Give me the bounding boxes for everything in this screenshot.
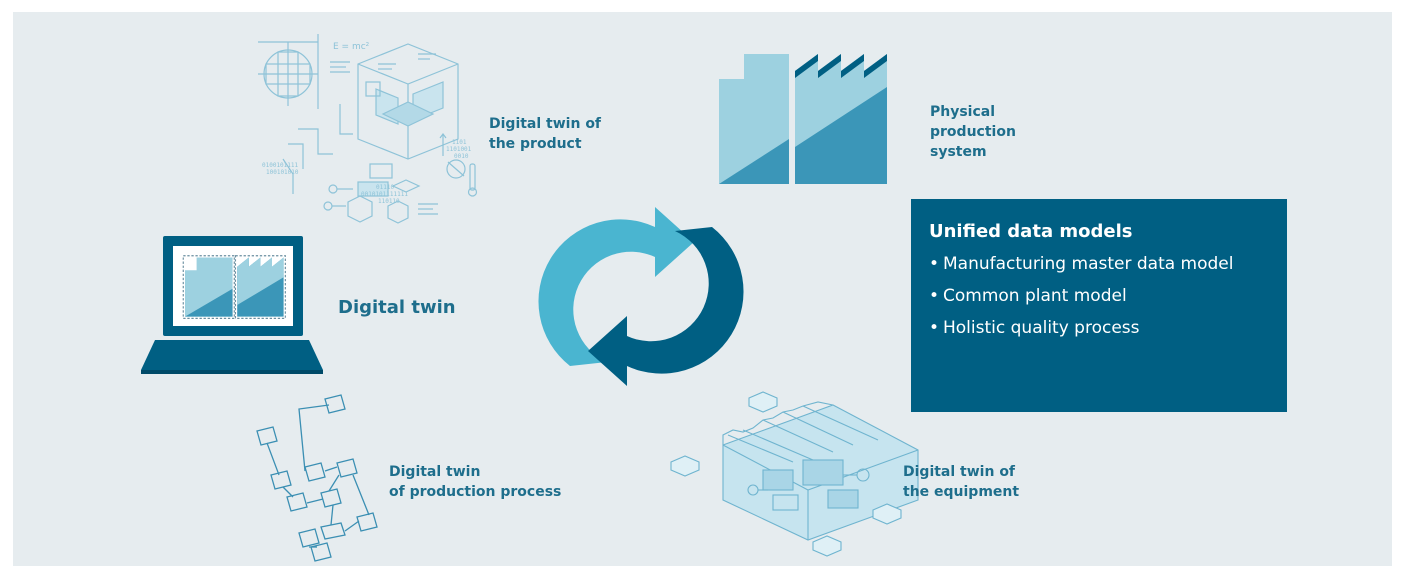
- binary-text: 0100101111: [262, 162, 299, 169]
- laptop-icon: [141, 236, 323, 374]
- plant-equipment-icon: [670, 391, 919, 557]
- label-line: Digital twin of: [489, 116, 602, 132]
- refresh-cycle-icon: [538, 207, 744, 386]
- label-line: the equipment: [903, 484, 1020, 500]
- unified-data-models-box: Unified data models Manufacturing master…: [911, 199, 1287, 412]
- cycle-arrow-dark: [588, 227, 744, 386]
- label-line: Digital twin: [389, 464, 481, 480]
- label-line: Digital twin of: [903, 464, 1016, 480]
- udm-title: Unified data models: [929, 221, 1133, 242]
- product-blueprint-icon: E = mc² 1101 1101001 0010 0100101111 100…: [258, 34, 478, 224]
- diagram-panel: E = mc² 1101 1101001 0010 0100101111 100…: [13, 12, 1392, 566]
- udm-item: Common plant model: [929, 283, 1269, 310]
- label-digital-twin-process: Digital twin of production process: [389, 462, 561, 502]
- udm-item: Holistic quality process: [929, 315, 1269, 342]
- label-line: system: [930, 144, 987, 160]
- label-line: Physical: [930, 104, 996, 120]
- binary-text: 1101: [452, 139, 467, 146]
- binary-text: 100101010: [266, 169, 299, 176]
- binary-text: 0010: [454, 153, 469, 160]
- label-line: production: [930, 124, 1016, 140]
- formula-text: E = mc²: [333, 42, 370, 52]
- binary-text: 1101001: [446, 146, 472, 153]
- label-line: the product: [489, 136, 582, 152]
- cycle-arrow-light: [538, 207, 694, 366]
- label-digital-twin-product: Digital twin of the product: [489, 114, 601, 154]
- label-physical-production-system: Physical production system: [930, 102, 1016, 162]
- binary-text: 110110: [378, 198, 400, 205]
- udm-item: Manufacturing master data model: [929, 251, 1269, 278]
- label-digital-twin: Digital twin: [338, 297, 456, 318]
- label-line: of production process: [389, 484, 562, 500]
- label-digital-twin-equipment: Digital twin of the equipment: [903, 462, 1019, 502]
- udm-list: Manufacturing master data model Common p…: [929, 251, 1269, 342]
- binary-text: 0010101111111: [361, 191, 408, 198]
- binary-text: 01110: [376, 184, 394, 191]
- factory-icon: [719, 54, 887, 184]
- process-flowchart-icon: [256, 394, 378, 562]
